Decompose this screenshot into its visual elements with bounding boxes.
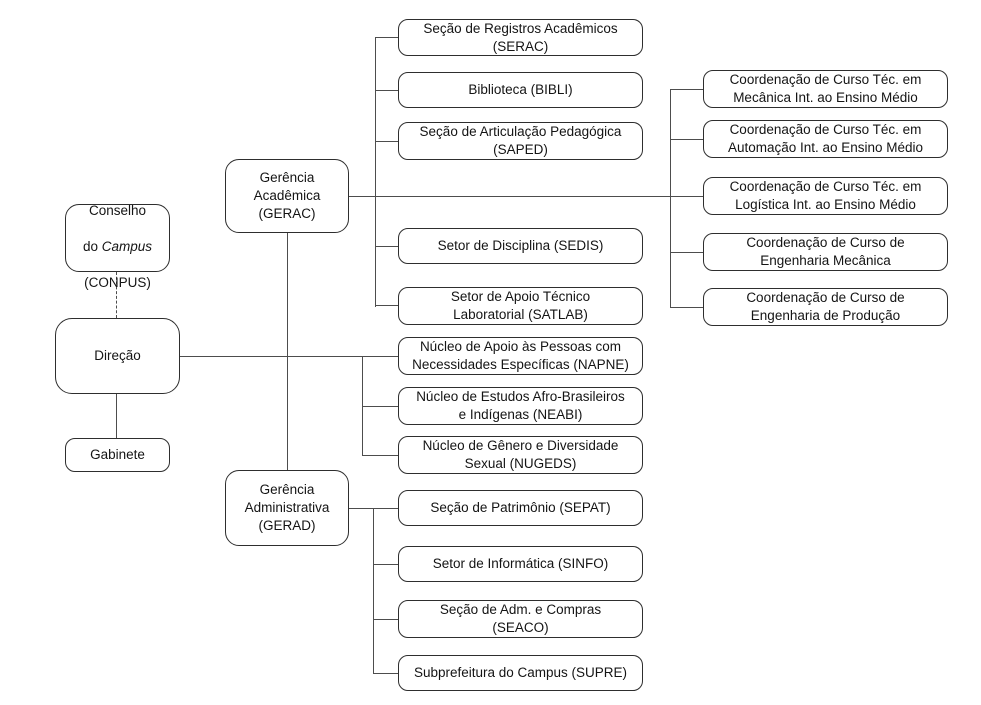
edge-stub-seaco — [373, 619, 398, 621]
node-napne: Núcleo de Apoio às Pessoas com Necessida… — [398, 337, 643, 375]
node-conselho-line3: (CONPUS) — [84, 275, 151, 290]
edge-stub-supre — [373, 673, 398, 675]
node-conselho-line2-prefix: do — [82, 239, 102, 254]
edge-stub-satlab — [375, 305, 398, 307]
node-supre: Subprefeitura do Campus (SUPRE) — [398, 655, 643, 691]
node-bibli: Biblioteca (BIBLI) — [398, 72, 643, 108]
node-conselho-do-campus: Conselho do Campus (CONPUS) — [65, 203, 170, 290]
edge-stub-saped — [375, 141, 398, 143]
edge-stub-coord-eng-producao — [670, 307, 703, 309]
node-conselho-line1: Conselho — [88, 203, 147, 218]
edge-gerac-branch — [349, 196, 703, 198]
edge-stub-bibli — [375, 90, 398, 92]
node-sepat: Seção de Patrimônio (SEPAT) — [398, 490, 643, 526]
edge-stub-serac — [375, 37, 398, 39]
node-saped: Seção de Articulação Pedagógica (SAPED) — [398, 122, 643, 160]
node-seaco: Seção de Adm. e Compras (SEACO) — [398, 600, 643, 638]
edge-stub-coord-eng-mecanica — [670, 252, 703, 254]
node-satlab: Setor de Apoio Técnico Laboratorial (SAT… — [398, 287, 643, 325]
node-gabinete: Gabinete — [65, 438, 170, 472]
edge-stub-sedis — [375, 246, 398, 248]
node-serac: Seção de Registros Acadêmicos (SERAC) — [398, 19, 643, 56]
edge-conselho-direcao — [116, 272, 117, 318]
edge-stub-coord-automacao — [670, 139, 703, 141]
node-neabi: Núcleo de Estudos Afro-Brasileiros e Ind… — [398, 387, 643, 425]
node-sedis: Setor de Disciplina (SEDIS) — [398, 228, 643, 264]
node-sinfo: Setor de Informática (SINFO) — [398, 546, 643, 582]
node-coord-tec-mecanica: Coordenação de Curso Téc. em Mecânica In… — [703, 70, 948, 108]
edge-stub-neabi — [362, 406, 398, 408]
edge-direcao-gabinete — [116, 394, 118, 438]
edge-gerac-gerad-trunk — [287, 233, 289, 471]
node-nugeds: Núcleo de Gênero e Diversidade Sexual (N… — [398, 436, 643, 474]
node-gerad: Gerência Administrativa (GERAD) — [225, 470, 349, 546]
edge-stub-coord-mecanica — [670, 89, 703, 91]
node-gerac: Gerência Acadêmica (GERAC) — [225, 159, 349, 233]
edge-direcao-nucleos — [180, 356, 398, 358]
node-coord-eng-mecanica: Coordenação de Curso de Engenharia Mecân… — [703, 233, 948, 271]
edge-gerac-trunk — [375, 37, 377, 307]
edge-coordenacoes-trunk — [670, 89, 672, 308]
node-direcao: Direção — [55, 318, 180, 394]
node-coord-eng-producao: Coordenação de Curso de Engenharia de Pr… — [703, 288, 948, 326]
node-coord-tec-automacao: Coordenação de Curso Téc. em Automação I… — [703, 120, 948, 158]
edge-stub-sinfo — [373, 564, 398, 566]
node-conselho-line2-italic: Campus — [101, 239, 153, 254]
edge-stub-nugeds — [362, 455, 398, 457]
edge-gerad-trunk — [373, 508, 375, 674]
node-coord-tec-logistica: Coordenação de Curso Téc. em Logística I… — [703, 177, 948, 215]
